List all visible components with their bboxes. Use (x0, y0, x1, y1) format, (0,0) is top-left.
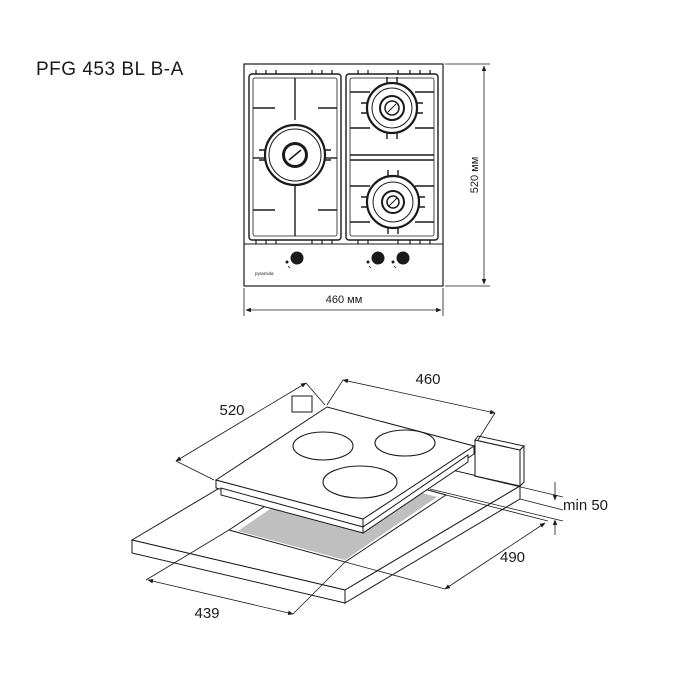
control-knobs (285, 251, 410, 269)
knob-right (396, 251, 410, 265)
hob-width-label: 460 (415, 371, 440, 388)
cutout-width-label: 439 (194, 605, 219, 622)
left-grate (248, 73, 342, 241)
hob-depth-label: 520 (219, 402, 244, 419)
model-title: PFG 453 BL B-A (36, 59, 184, 80)
upper-right-burner (361, 77, 423, 139)
depth-dimension-label: 520 мм (469, 157, 481, 194)
hob-body (214, 406, 476, 534)
burner-right-3d (374, 429, 436, 457)
hob-outline (243, 63, 444, 287)
min-clearance-label: min 50 (563, 497, 608, 514)
large-burner (259, 123, 331, 187)
knob-left (290, 251, 304, 265)
hob-top-view (243, 63, 444, 287)
brand-logo: pyramida (255, 271, 274, 276)
installation-view (130, 395, 526, 604)
knob-middle (371, 251, 385, 265)
grate-pegs (255, 70, 431, 244)
cutout-depth-label: 490 (500, 549, 525, 566)
right-grate (345, 73, 439, 241)
top-view-dimensions (243, 63, 490, 316)
installation-dimensions (145, 378, 564, 616)
width-dimension-label: 460 мм (326, 294, 363, 306)
lower-right-burner (361, 170, 425, 234)
hob-burners-3d (292, 429, 436, 499)
burner-front-3d (322, 465, 398, 499)
